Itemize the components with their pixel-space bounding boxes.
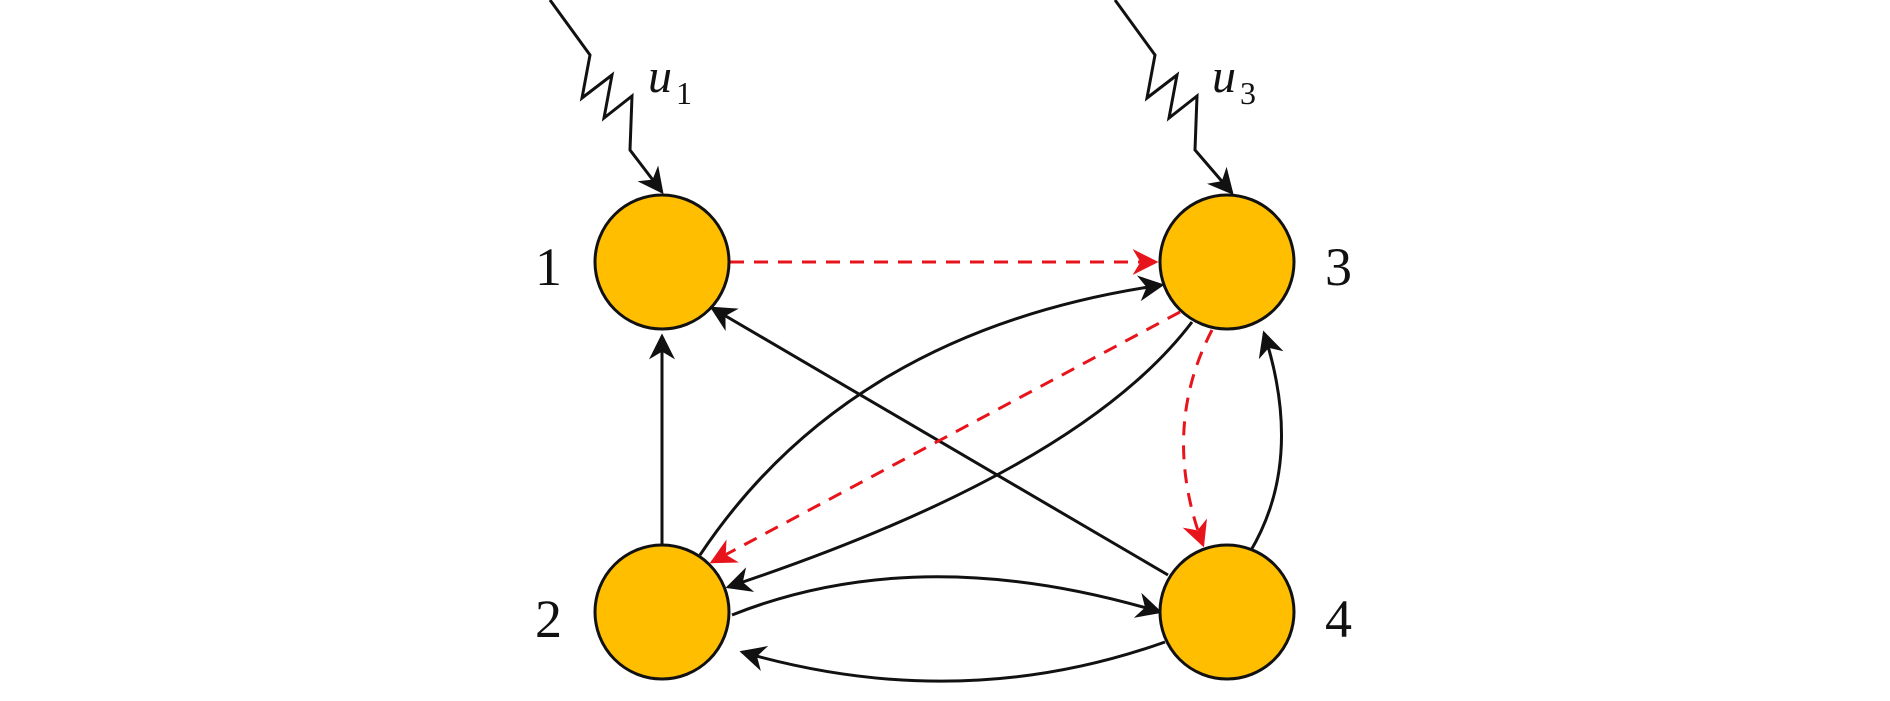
edge-2-to-4 [731, 575, 1163, 618]
edge-4-to-3 [1248, 330, 1284, 553]
node-3-label: 3 [1325, 237, 1352, 297]
edge-3-to-4-dashed [1182, 329, 1214, 548]
node-4 [1158, 543, 1296, 681]
edge-3-to-2 [725, 321, 1194, 592]
node-1-label: 1 [535, 237, 562, 297]
node-1 [593, 193, 731, 331]
input-u3-line [1113, 0, 1234, 195]
node-2 [593, 543, 731, 681]
input-u1-line [548, 0, 664, 195]
node-2-label: 2 [535, 589, 562, 649]
edge-2-to-3 [698, 275, 1165, 556]
edge-3-to-2-dashed [709, 310, 1181, 564]
node-4-label: 4 [1325, 589, 1352, 649]
edge-4-to-2 [739, 640, 1166, 683]
node-3 [1158, 193, 1296, 331]
